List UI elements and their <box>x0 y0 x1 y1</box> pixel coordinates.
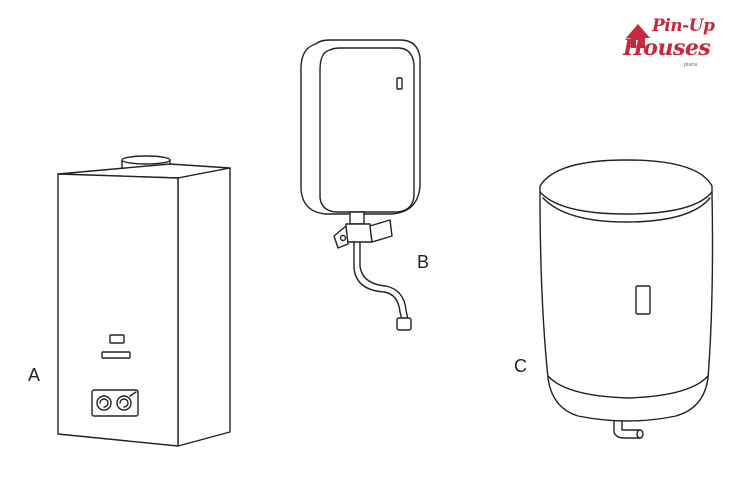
pin-up-houses-logo: Pin-Up Houses plans <box>616 14 716 76</box>
logo-line1: Pin-Up <box>652 16 715 36</box>
logo-line3: plans <box>684 62 698 68</box>
logo-line2: Houses <box>623 35 711 61</box>
house-icon <box>626 24 650 48</box>
label-c: C <box>514 356 527 376</box>
gas-water-heater-a <box>57 155 231 447</box>
label-a: A <box>28 365 41 385</box>
wall-water-heater-b <box>300 39 421 331</box>
storage-tank-c <box>539 159 714 439</box>
label-b: B <box>417 252 430 272</box>
